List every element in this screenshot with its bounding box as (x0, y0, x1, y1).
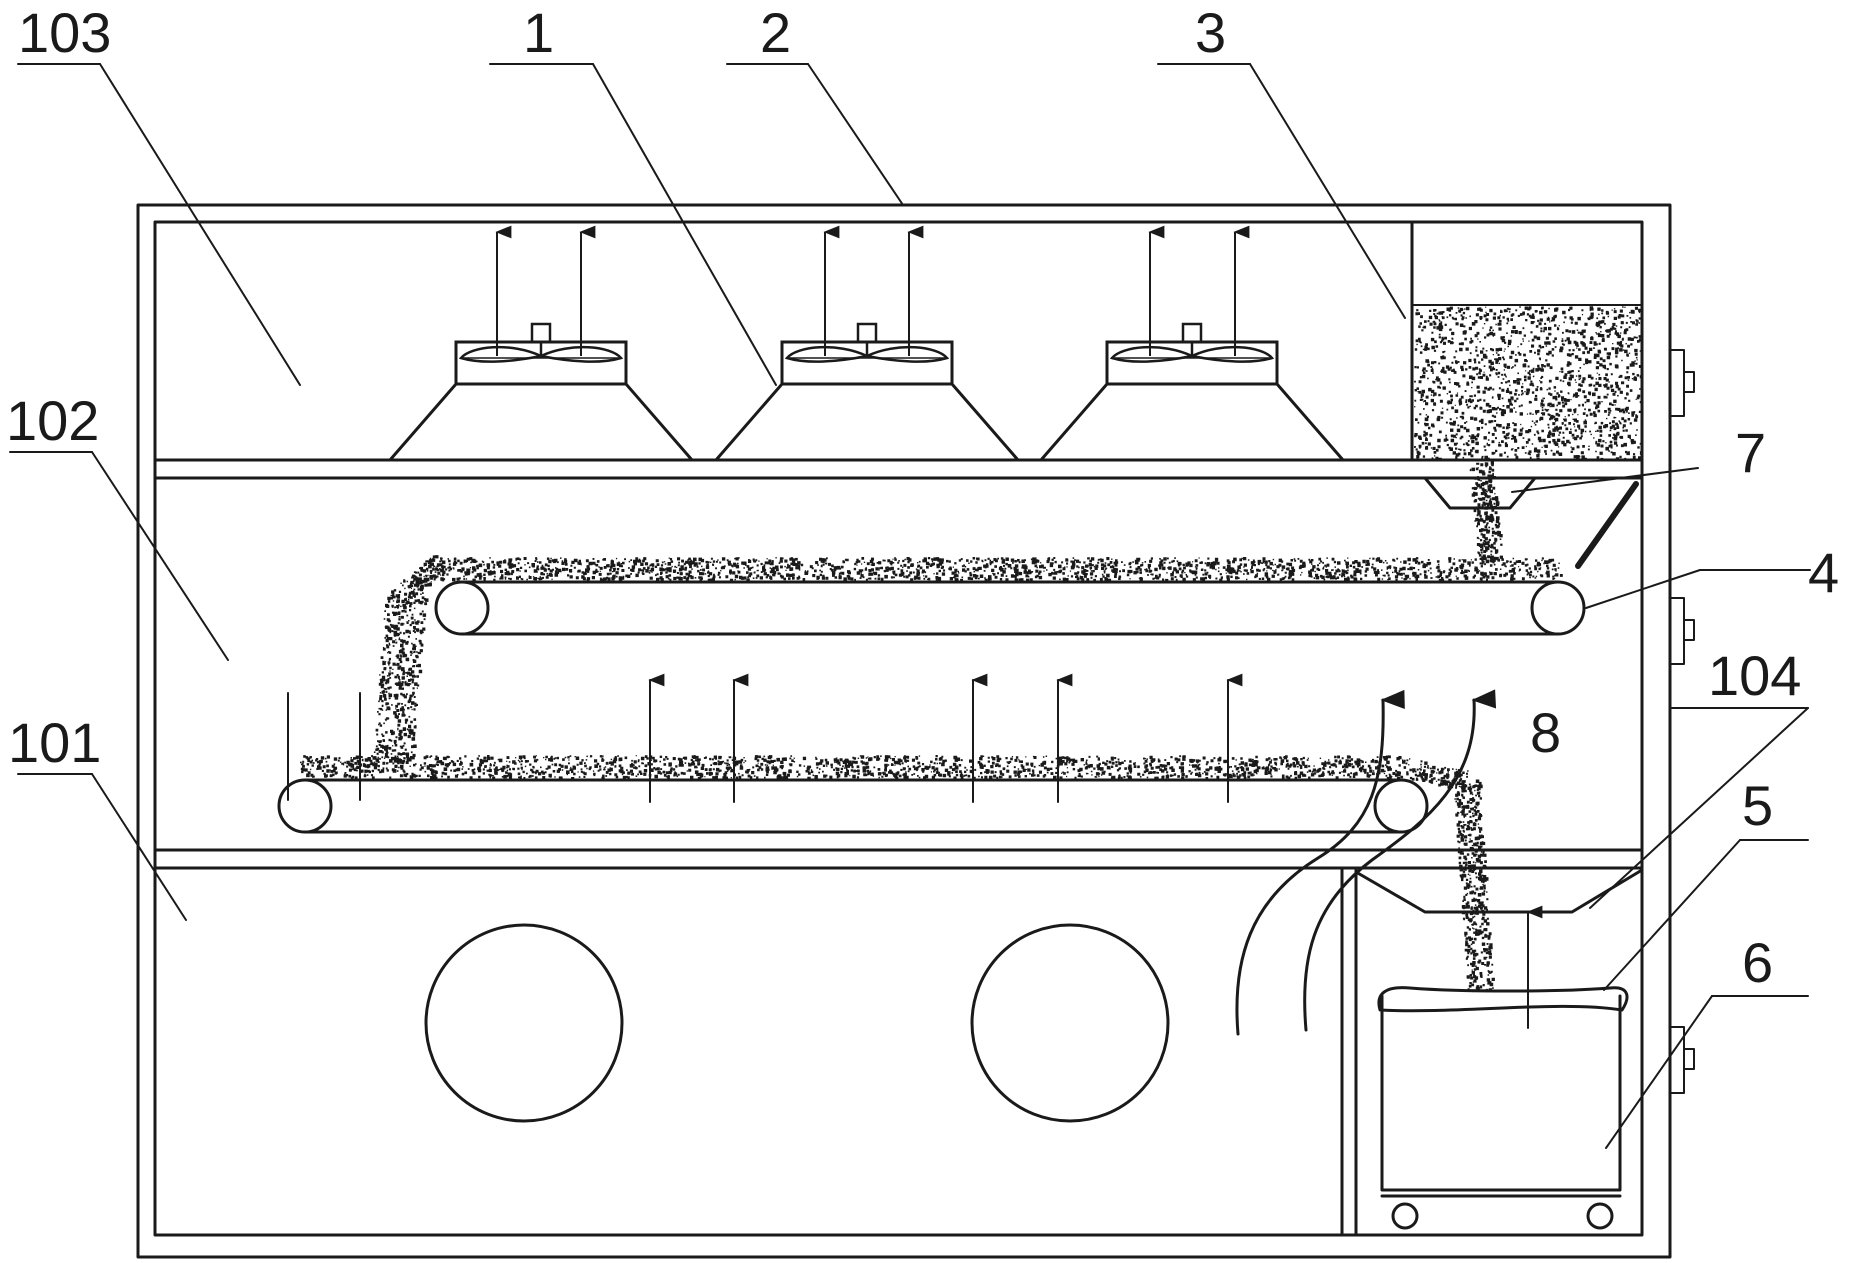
collection-chamber-wall (1340, 866, 1358, 1237)
upper-partition (153, 458, 1644, 480)
label-5: 5 (1742, 774, 1773, 837)
fan-unit-1 (388, 225, 694, 462)
label-101: 101 (8, 711, 101, 774)
label-3: 3 (1195, 1, 1226, 64)
label-103: 103 (18, 1, 111, 64)
deflector-plate (1575, 481, 1639, 569)
collection-cart (1377, 986, 1629, 1230)
outer-housing (136, 203, 1672, 1259)
label-1: 1 (523, 1, 554, 64)
label-2: 2 (760, 1, 791, 64)
upper-conveyor (434, 580, 1586, 636)
chamber-airflow-arrows (648, 673, 1243, 803)
side-latches (1669, 349, 1695, 1094)
fan-unit-3 (1039, 225, 1345, 462)
exhaust-fans (388, 225, 1345, 462)
hot-air-flow (1235, 689, 1497, 1036)
feed-nozzle (1423, 476, 1537, 510)
hopper-particles (1414, 306, 1644, 462)
label-4: 4 (1808, 541, 1839, 604)
fan-unit-2 (714, 225, 1020, 462)
material-hopper (1411, 304, 1643, 461)
lower-partition (153, 848, 1644, 870)
material-particles (300, 461, 1563, 993)
collection-funnel (1354, 868, 1644, 914)
leader-lines (9, 63, 1811, 1149)
label-104: 104 (1708, 644, 1801, 707)
label-102: 102 (6, 389, 99, 452)
lower-conveyor (277, 778, 1429, 834)
label-7: 7 (1735, 421, 1766, 484)
reference-numerals: 103 1 2 3 102 7 4 104 101 8 5 6 (6, 1, 1839, 994)
label-6: 6 (1742, 931, 1773, 994)
label-8: 8 (1530, 701, 1561, 764)
air-inlet-ports (424, 923, 1170, 1123)
guide-lines (287, 692, 361, 801)
